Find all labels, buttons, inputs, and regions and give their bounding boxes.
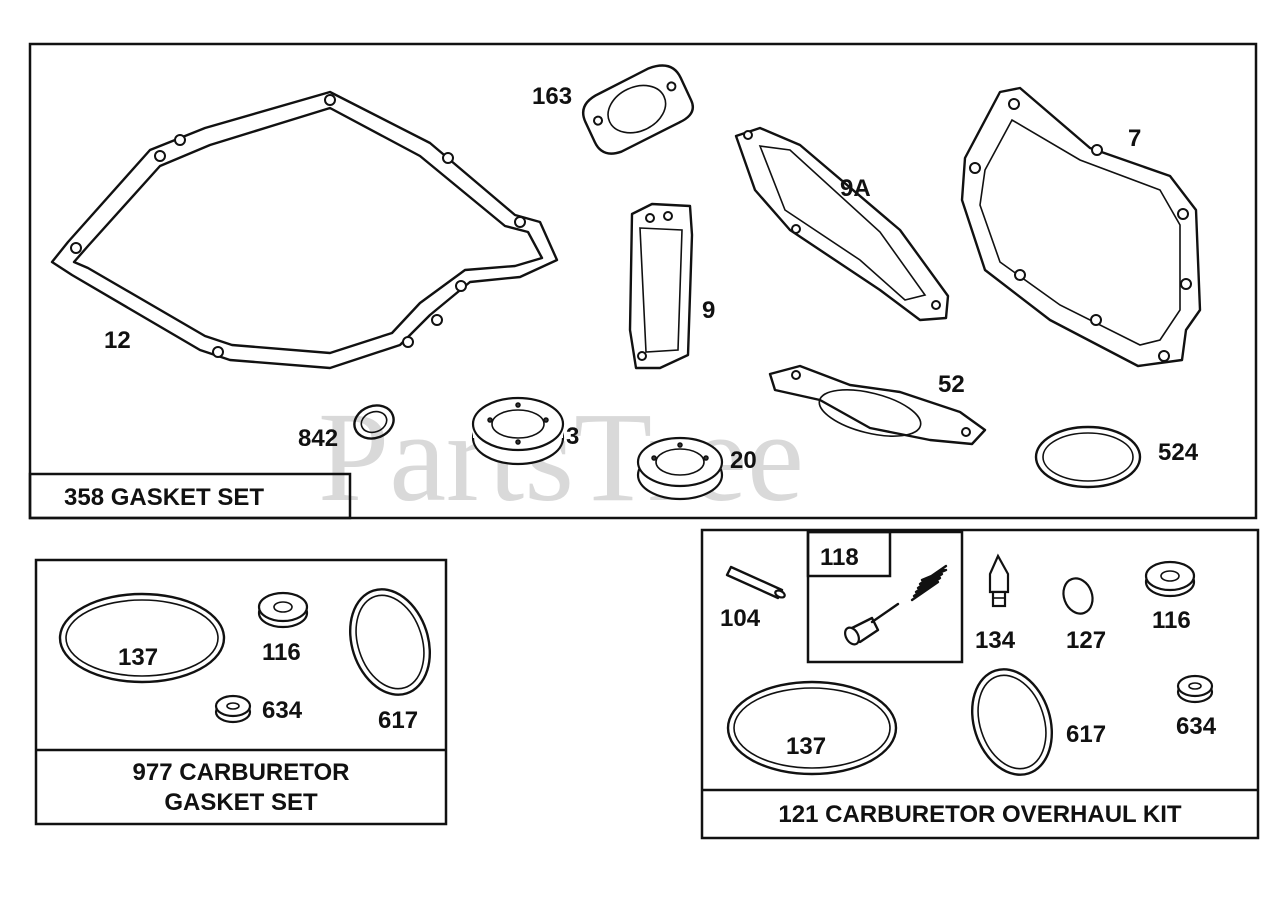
washer-116-overhaul-part[interactable] [1144, 560, 1196, 598]
part-label-137-carb: 137 [118, 644, 158, 671]
carb-gasket-set-title-line1: 977 CARBURETOR [133, 759, 350, 786]
carb-gasket-set-frame [34, 558, 448, 826]
gasket-52-part[interactable] [768, 364, 987, 446]
gasket-9a-part[interactable] [734, 126, 950, 322]
spring-part[interactable] [910, 564, 948, 602]
part-label-617-carb: 617 [378, 707, 418, 734]
part-label-634-overhaul: 634 [1176, 713, 1217, 740]
sub-kit-118-label-box [806, 530, 892, 578]
plug-127-part[interactable] [1059, 574, 1098, 617]
oil-seal-20-part[interactable] [636, 436, 724, 501]
washer-116-part[interactable] [257, 591, 309, 629]
washer-634-overhaul-part[interactable] [1176, 674, 1214, 704]
gasket-set-title-box [28, 472, 352, 520]
part-label-104: 104 [720, 605, 761, 632]
part-label-12: 12 [104, 327, 131, 354]
carb-gasket-set-panel: 977 CARBURETOR GASKET SET 137 116 617 63… [34, 558, 448, 826]
seal-842-part[interactable] [350, 400, 399, 444]
cylinder-head-gasket-part[interactable] [960, 86, 1202, 368]
gasket-set-panel: 358 GASKET SET 12 163 [28, 42, 1258, 520]
carb-overhaul-kit-panel: 121 CARBURETOR OVERHAUL KIT 118 104 134 … [700, 528, 1260, 840]
part-label-634-carb: 634 [262, 697, 303, 724]
ring-617-overhaul-part[interactable] [959, 659, 1065, 785]
washer-634-part[interactable] [214, 694, 252, 724]
oil-seal-3-part[interactable] [471, 396, 565, 466]
part-label-52: 52 [938, 371, 965, 398]
gasket-set-frame [28, 42, 1258, 520]
part-label-20: 20 [730, 447, 757, 474]
needle-screw-part[interactable] [842, 602, 900, 647]
gasket-163-part[interactable] [576, 58, 698, 160]
part-label-524: 524 [1158, 439, 1199, 466]
crankcase-gasket-part[interactable] [50, 90, 559, 370]
part-label-163: 163 [532, 83, 572, 110]
part-label-116-carb: 116 [262, 639, 301, 666]
needle-valve-134-part[interactable] [988, 553, 1010, 608]
ring-137-part[interactable] [58, 592, 226, 684]
part-label-3: 3 [566, 423, 579, 450]
part-label-7: 7 [1128, 125, 1141, 152]
watermark-text: PartsTree [318, 386, 804, 528]
pin-104-part[interactable] [725, 565, 786, 600]
part-label-137-overhaul: 137 [786, 733, 826, 760]
part-label-127: 127 [1066, 627, 1106, 654]
ring-524-part[interactable] [1034, 425, 1142, 489]
carb-overhaul-kit-title: 121 CARBURETOR OVERHAUL KIT [778, 801, 1182, 828]
ring-137-overhaul-part[interactable] [726, 680, 898, 776]
part-label-134: 134 [975, 627, 1016, 654]
part-label-617-overhaul: 617 [1066, 721, 1106, 748]
part-label-9: 9 [702, 297, 715, 324]
gasket-9-part[interactable] [628, 202, 694, 370]
ring-617-part[interactable] [337, 579, 443, 705]
carb-overhaul-kit-frame [700, 528, 1260, 840]
part-label-116-overhaul: 116 [1152, 607, 1191, 634]
sub-kit-118-label: 118 [820, 544, 859, 571]
carb-gasket-set-title-line2: GASKET SET [164, 789, 318, 816]
part-label-9a: 9A [840, 175, 871, 202]
part-label-842: 842 [298, 425, 338, 452]
gasket-set-title: 358 GASKET SET [64, 484, 264, 511]
